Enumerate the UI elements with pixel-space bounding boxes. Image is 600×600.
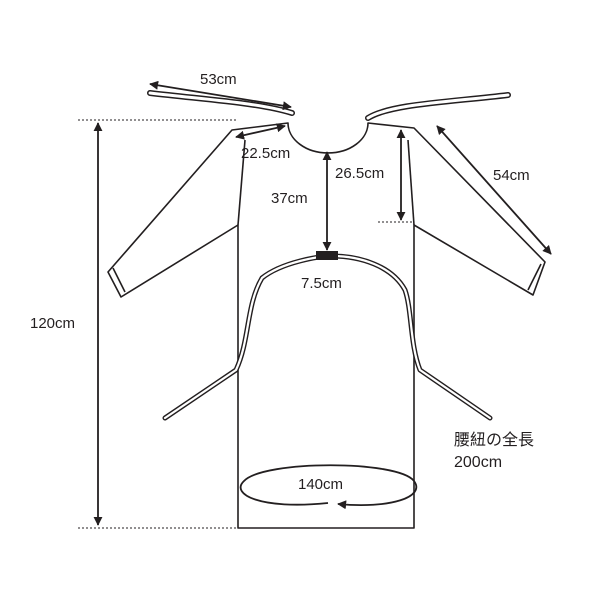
left-cuff-line — [112, 267, 126, 293]
shoulder-label: 22.5cm — [241, 145, 291, 162]
right-sleeve-seam — [407, 139, 415, 226]
neck-ties — [147, 90, 511, 121]
waist-belt — [162, 251, 493, 421]
arrow-shoulder — [235, 123, 286, 140]
right-cuff-line — [527, 263, 542, 291]
neck-band-label: 7.5cm — [301, 275, 342, 292]
tie-length-label: 53cm — [200, 71, 237, 88]
measurement-arrows — [93, 80, 552, 526]
belt-loop — [316, 251, 338, 260]
arrow-sleeve — [436, 125, 552, 255]
sleeve-label: 54cm — [493, 167, 530, 184]
armhole-label: 26.5cm — [335, 165, 385, 182]
belt-note-title: 腰紐の全長 — [454, 432, 535, 449]
total-length-label: 120cm — [30, 315, 76, 332]
neck-to-chest-label: 37cm — [271, 190, 308, 207]
hem-width-label: 140cm — [298, 476, 344, 493]
guide-lines — [78, 119, 414, 529]
arrow-hem-width — [239, 464, 418, 510]
arrow-tie — [149, 80, 292, 111]
belt-note-length: 200cm — [454, 454, 503, 471]
left-sleeve-seam — [237, 139, 246, 226]
